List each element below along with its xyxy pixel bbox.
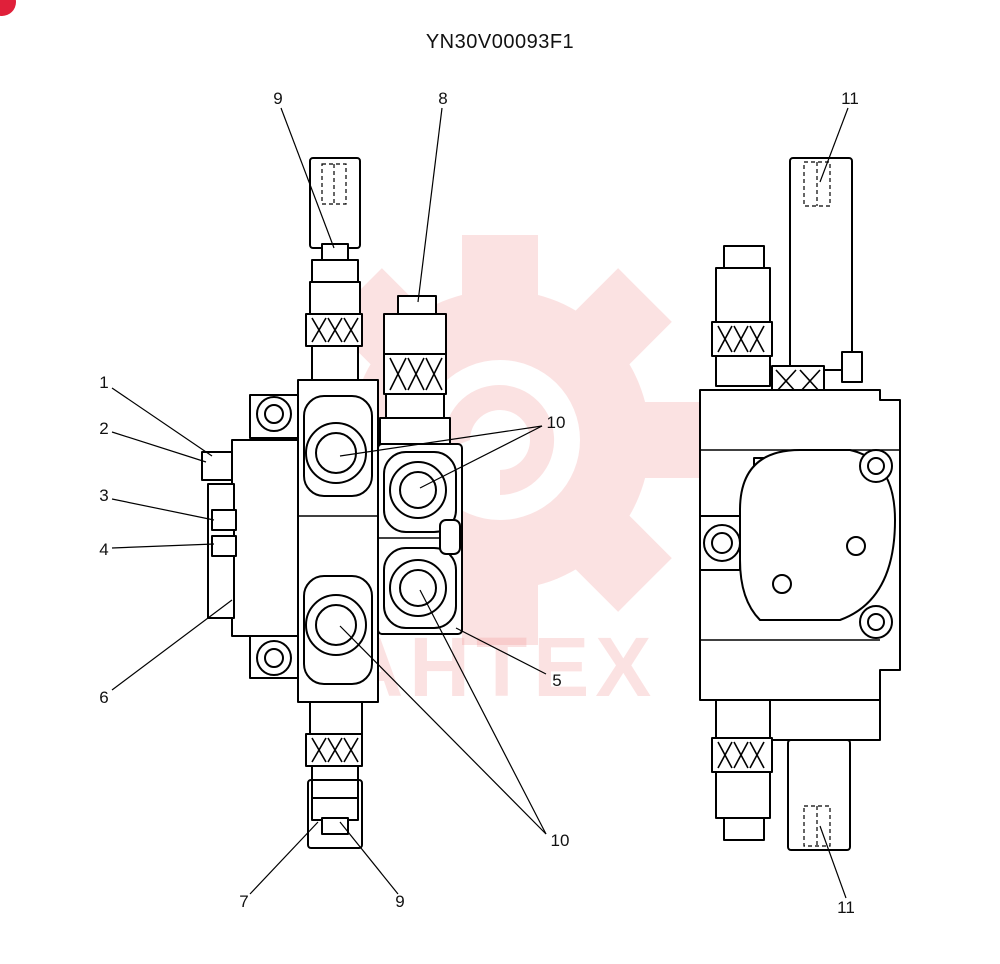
callout-4: 4 (99, 540, 108, 559)
left-view-valve (201, 157, 463, 849)
callout-8: 8 (438, 89, 447, 108)
callout-2: 2 (99, 419, 108, 438)
callout-labels: 1 2 3 4 5 6 7 8 9 9 10 10 11 11 (99, 89, 859, 917)
callout-10-bottom: 10 (551, 831, 570, 850)
callout-7: 7 (239, 892, 248, 911)
leader-lines (111, 107, 849, 899)
callout-3: 3 (99, 486, 108, 505)
right-view-valve (699, 157, 901, 851)
callout-10-top: 10 (547, 413, 566, 432)
callout-1: 1 (99, 373, 108, 392)
callout-6: 6 (99, 688, 108, 707)
callout-5: 5 (552, 671, 561, 690)
corner-badge (0, 0, 16, 16)
callout-11-top: 11 (841, 89, 859, 108)
callout-9-top: 9 (273, 89, 282, 108)
callout-9-bottom: 9 (395, 892, 404, 911)
watermark-text: AHTEX (343, 620, 658, 714)
drawing-code: YN30V00093F1 (426, 31, 574, 53)
callout-11-bottom: 11 (837, 898, 855, 917)
